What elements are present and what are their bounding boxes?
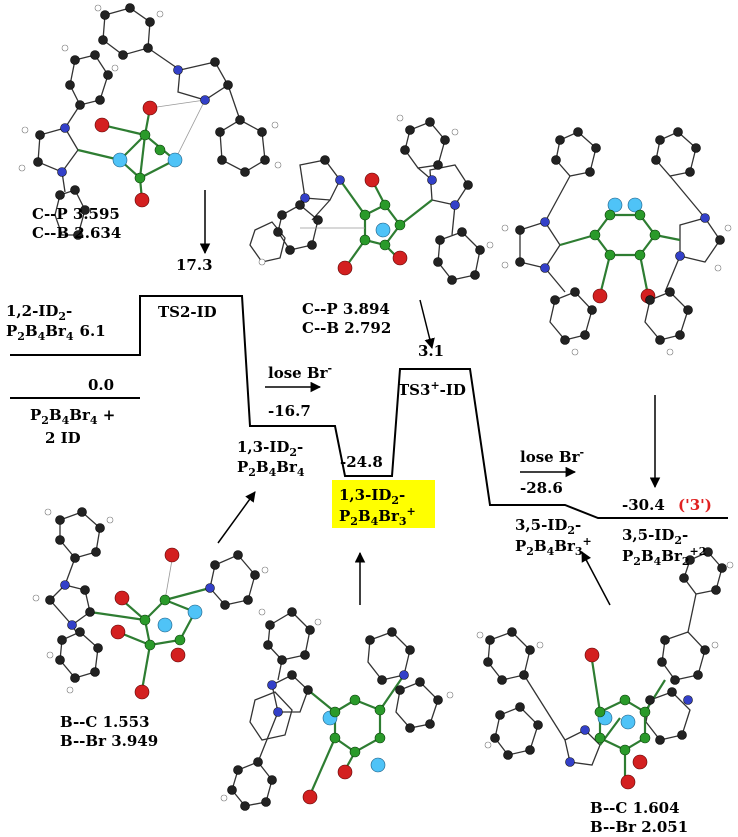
highlight-box (332, 480, 435, 528)
species-13p-line1: 1,3-ID2- (339, 486, 405, 507)
molecule-top-middle (249, 114, 494, 285)
ts3-label: TS3+-ID (398, 379, 466, 399)
molecule-bottom-right (476, 547, 734, 790)
bottom-right-bc-distance: B--C 1.604 (590, 799, 680, 817)
lose-br-label-2: lose Br- (520, 446, 584, 466)
mid-cp-distance: C--P 3.894 (302, 300, 390, 318)
lose-br-label-1: lose Br- (268, 362, 332, 382)
species-35-line2: P2B4Br3+ (515, 535, 592, 558)
arrow-bottomleft-to-13 (217, 491, 256, 544)
species-13-line1: 1,3-ID2- (237, 438, 303, 459)
left-species-line1: 1,2-ID2- (6, 302, 72, 323)
species-13-line2: P2B4Br4 (237, 458, 305, 479)
bottom-left-bc-distance: B--C 1.553 (60, 713, 150, 731)
molecule-top-left (18, 3, 282, 240)
species-35b-line2: P2B4Br2+2 (622, 545, 706, 568)
bottom-left-bbr-distance: B--Br 3.949 (60, 732, 158, 750)
arrow-bottomright-to-35 (581, 551, 611, 606)
arrow-topmiddle-to-ts3 (419, 299, 435, 350)
energy-3-1: 3.1 (418, 342, 444, 360)
energy-m16-7: -16.7 (268, 402, 311, 420)
species-35b-line1: 3,5-ID2- (622, 526, 688, 547)
label-3: ('3') (678, 496, 712, 514)
bottom-right-bbr-distance: B--Br 2.051 (590, 818, 688, 836)
zero-energy: 0.0 (88, 376, 114, 394)
molecule-top-right (501, 127, 732, 356)
energy-profile-path (10, 295, 728, 519)
reactant-line1: P2B4Br4 + (30, 406, 115, 427)
species-35-line1: 3,5-ID2- (515, 516, 581, 537)
energy-m30-4: -30.4 (622, 496, 665, 514)
top-left-cp-distance: C--P 3.595 (32, 205, 120, 223)
arrows (199, 190, 661, 606)
mid-cb-distance: C--B 2.792 (302, 319, 391, 337)
molecule-bottom-left (32, 507, 269, 700)
molecule-bottom-middle (220, 607, 454, 811)
species-13p-line2: P2B4Br3+ (339, 505, 416, 528)
ts2-energy: 17.3 (176, 256, 213, 274)
top-left-cb-distance: C--B 2.634 (32, 224, 121, 242)
energy-m24-8: -24.8 (340, 453, 383, 471)
reactant-line2: 2 ID (45, 429, 81, 447)
energy-m28-6: -28.6 (520, 479, 563, 497)
ts2-label: TS2-ID (158, 303, 217, 321)
